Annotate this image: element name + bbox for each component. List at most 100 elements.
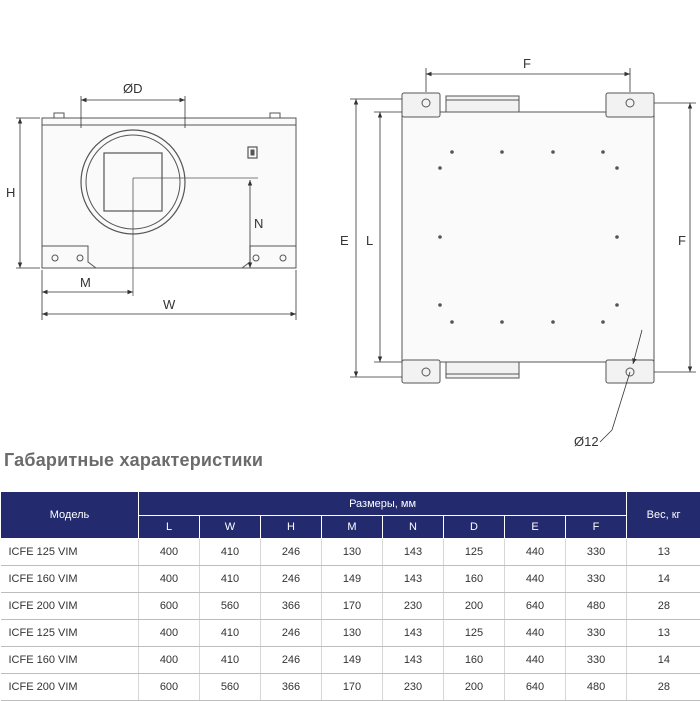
table-cell-value: 440: [505, 539, 566, 566]
table-cell-value: 560: [200, 674, 261, 701]
table-cell-value: 330: [566, 566, 627, 593]
table-cell-value: 246: [261, 647, 322, 674]
table-cell-value: 640: [505, 593, 566, 620]
table-cell-value: 410: [200, 620, 261, 647]
table-cell-value: 130: [322, 620, 383, 647]
top-bracket-tr: [606, 93, 654, 117]
table-cell-value: 149: [322, 647, 383, 674]
table-cell-value: 410: [200, 539, 261, 566]
table-cell-value: 200: [444, 593, 505, 620]
label-f-side: F: [678, 233, 686, 248]
table-cell-weight: 14: [627, 566, 700, 593]
duct-spigot-bottom: [446, 362, 519, 378]
table-cell-value: 170: [322, 674, 383, 701]
table-cell-value: 143: [383, 539, 444, 566]
label-f-top: F: [523, 56, 531, 71]
table-cell-value: 400: [139, 539, 200, 566]
label-hole-diameter: Ø12: [574, 434, 599, 449]
table-cell-value: 143: [383, 620, 444, 647]
table-cell-value: 600: [139, 674, 200, 701]
table-cell-weight: 28: [627, 593, 700, 620]
header-dimensions: Размеры, мм: [139, 492, 627, 516]
table-cell-value: 480: [566, 593, 627, 620]
header-col-l: L: [139, 516, 200, 539]
front-view: [42, 113, 296, 296]
table-header-row: Модель Размеры, мм Вес, кг: [1, 492, 700, 516]
header-col-e: E: [505, 516, 566, 539]
label-height: H: [6, 185, 15, 200]
table-cell-value: 230: [383, 674, 444, 701]
table-cell-value: 160: [444, 566, 505, 593]
table-cell-value: 600: [139, 593, 200, 620]
table-cell-value: 400: [139, 566, 200, 593]
header-col-w: W: [200, 516, 261, 539]
header-col-d: D: [444, 516, 505, 539]
table-cell-value: 246: [261, 539, 322, 566]
duct-spigot-top: [446, 96, 519, 112]
section-title: Габаритные характеристики: [4, 450, 263, 471]
top-bracket-tl: [402, 93, 440, 117]
label-l: L: [366, 233, 373, 248]
table-cell-value: 366: [261, 593, 322, 620]
table-cell-model: ICFE 160 VIM: [1, 566, 139, 593]
table-cell-value: 230: [383, 593, 444, 620]
table-cell-model: ICFE 125 VIM: [1, 539, 139, 566]
label-diameter: ØD: [123, 81, 143, 96]
header-weight: Вес, кг: [627, 492, 700, 539]
table-cell-value: 143: [383, 566, 444, 593]
table-cell-value: 170: [322, 593, 383, 620]
table-cell-model: ICFE 200 VIM: [1, 593, 139, 620]
top-bracket-br: [606, 360, 654, 383]
table-cell-weight: 13: [627, 620, 700, 647]
table-cell-weight: 14: [627, 647, 700, 674]
table-cell-value: 640: [505, 674, 566, 701]
table-cell-value: 400: [139, 620, 200, 647]
table-cell-model: ICFE 125 VIM: [1, 620, 139, 647]
dimensions-table: Модель Размеры, мм Вес, кг L W H M N D E…: [0, 491, 700, 701]
table-cell-value: 246: [261, 620, 322, 647]
label-n: N: [254, 216, 263, 231]
table-cell-value: 330: [566, 647, 627, 674]
header-col-n: N: [383, 516, 444, 539]
table-cell-weight: 28: [627, 674, 700, 701]
table-cell-value: 125: [444, 539, 505, 566]
table-cell-value: 130: [322, 539, 383, 566]
table-cell-value: 246: [261, 566, 322, 593]
label-m: M: [80, 275, 91, 290]
table-cell-value: 410: [200, 566, 261, 593]
terminal-box-inner: [251, 150, 254, 155]
table-cell-value: 330: [566, 539, 627, 566]
table-cell-value: 160: [444, 647, 505, 674]
hole-leader-tail: [600, 430, 612, 442]
table-cell-value: 440: [505, 566, 566, 593]
table-cell-value: 200: [444, 674, 505, 701]
table-cell-model: ICFE 160 VIM: [1, 647, 139, 674]
table-cell-value: 149: [322, 566, 383, 593]
table-cell-weight: 13: [627, 539, 700, 566]
table-cell-value: 480: [566, 674, 627, 701]
header-col-m: M: [322, 516, 383, 539]
front-clip-left: [54, 113, 64, 118]
table-cell-value: 440: [505, 647, 566, 674]
header-col-h: H: [261, 516, 322, 539]
top-bracket-bl: [402, 360, 440, 383]
table-cell-value: 400: [139, 647, 200, 674]
table-cell-value: 440: [505, 620, 566, 647]
front-clip-right: [270, 113, 280, 118]
technical-drawing: ØD H N M W: [0, 0, 700, 450]
table-cell-value: 366: [261, 674, 322, 701]
table-cell-value: 330: [566, 620, 627, 647]
header-model: Модель: [1, 492, 139, 539]
table-cell-value: 143: [383, 647, 444, 674]
header-col-f: F: [566, 516, 627, 539]
table-cell-value: 125: [444, 620, 505, 647]
table-cell-model: ICFE 200 VIM: [1, 674, 139, 701]
table-cell-value: 410: [200, 647, 261, 674]
